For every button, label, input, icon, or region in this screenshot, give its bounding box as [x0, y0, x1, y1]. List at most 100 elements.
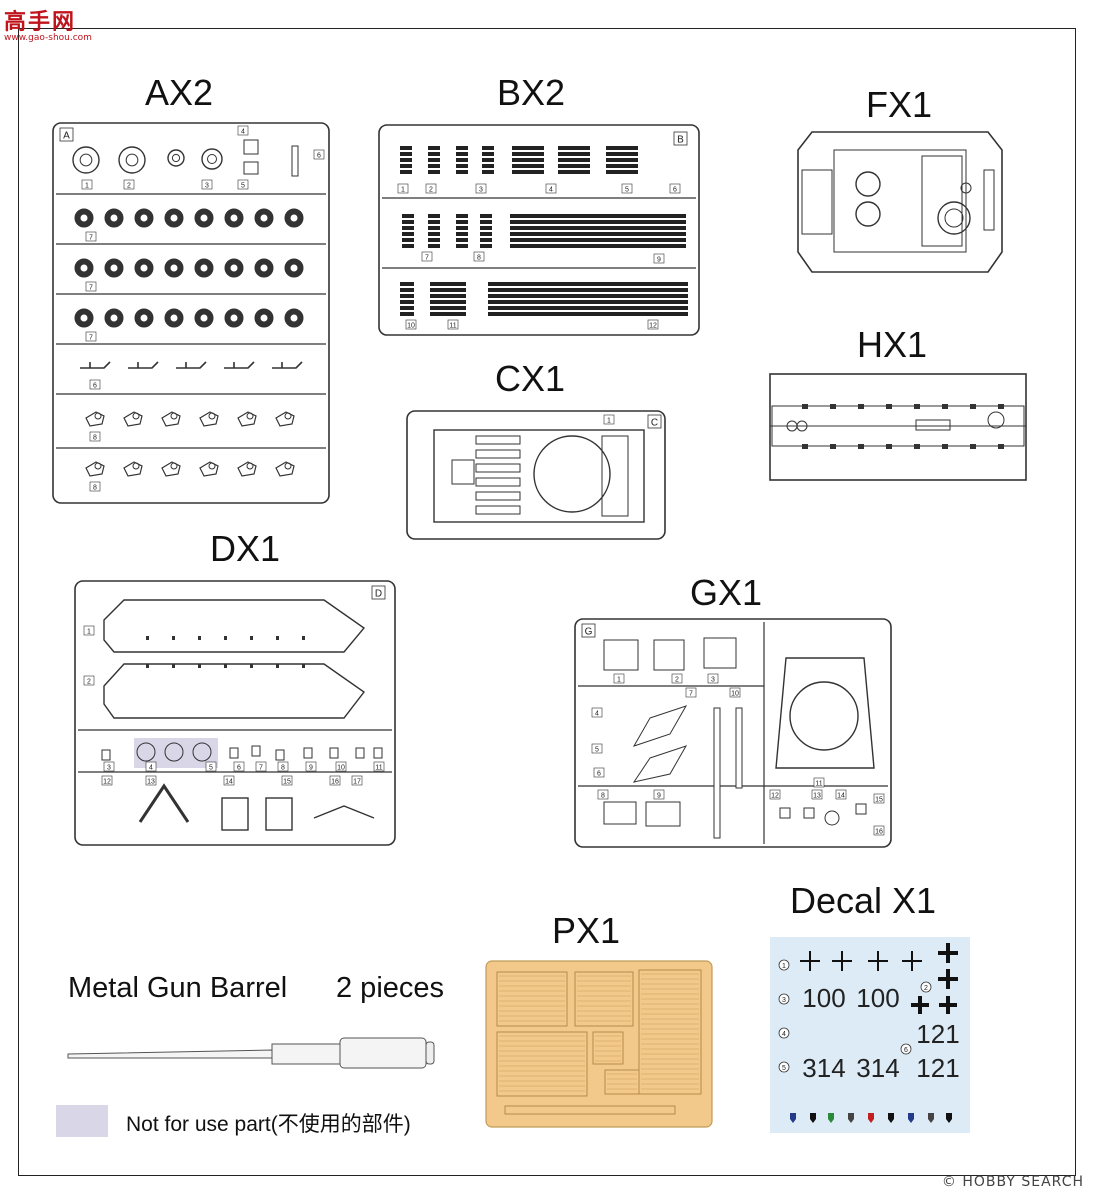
unit-insignia-decal: [868, 1113, 874, 1123]
part-number-tag: [873, 793, 885, 804]
track-link: [400, 282, 414, 286]
engine-grille: [475, 477, 521, 487]
part-number-tag: [591, 707, 603, 718]
hatch-part: [603, 639, 639, 671]
photo-etch-p-diagram: [485, 960, 713, 1128]
drain-hole: [796, 420, 808, 432]
bump-stop-hole: [94, 462, 102, 470]
part-number-tag: [123, 179, 135, 190]
sprue-g-title: GX1: [690, 572, 763, 613]
part-number: 5: [625, 187, 629, 194]
suspension-mount: [914, 444, 920, 449]
mount-stub: [198, 636, 201, 640]
side-plate: [103, 599, 366, 653]
small-panel: [603, 801, 637, 825]
disc-part: [164, 742, 184, 762]
small-fitting: [803, 807, 815, 819]
part-number-tag: [835, 789, 847, 800]
sprocket-wheel: [201, 148, 223, 170]
part-number-tag: [707, 673, 719, 684]
road-wheel-hub: [260, 214, 268, 222]
road-wheel-hub: [200, 264, 208, 272]
part-number: 16: [875, 829, 883, 836]
road-wheel-hub: [200, 314, 208, 322]
mount-stub: [302, 636, 305, 640]
small-part: [243, 139, 259, 155]
road-wheel-hub: [260, 264, 268, 272]
part-number: 8: [281, 765, 285, 772]
track-link: [402, 232, 414, 236]
road-wheel-hub: [290, 214, 298, 222]
road-wheel-hub: [110, 214, 118, 222]
part-number-tag: [405, 319, 417, 330]
track-link: [510, 232, 686, 236]
rear-hatch: [987, 411, 1005, 429]
part-number: 9: [657, 257, 661, 264]
sprue-g-frame: [574, 618, 892, 848]
turret-ring: [533, 435, 611, 513]
decal-marker: [778, 993, 790, 1005]
mount-stub: [172, 636, 175, 640]
small-fitting: [855, 803, 867, 815]
bump-stop-hole: [284, 462, 292, 470]
not-for-use-swatch: [56, 1105, 108, 1137]
part-number-tag: [329, 775, 341, 786]
lower-hull-outline: [769, 373, 1027, 481]
track-link: [456, 164, 468, 168]
unit-insignia-decal: [946, 1113, 952, 1123]
part-number: 11: [449, 323, 456, 330]
part-number-tag: [729, 687, 741, 698]
decal-number-121: 121: [916, 1019, 959, 1049]
track-link: [430, 294, 466, 298]
road-wheel-hub: [230, 264, 238, 272]
part-number-tag: [685, 687, 697, 698]
decal-marker: [778, 1061, 790, 1073]
road-wheel-hub: [200, 214, 208, 222]
page-border: [18, 28, 1076, 1176]
part-number: 3: [479, 187, 483, 194]
part-number: 13: [813, 793, 821, 800]
track-link: [510, 238, 686, 242]
sprue-d-title: DX1: [210, 528, 281, 569]
track-link: [512, 158, 544, 162]
bump-stop: [123, 461, 143, 477]
sprue-letter: B: [677, 135, 684, 146]
bump-stop: [161, 461, 181, 477]
suspension-arm: [80, 361, 111, 369]
part-number-tag: [85, 331, 97, 342]
track-link: [428, 220, 440, 224]
engine-fan: [937, 201, 971, 235]
part-number-tag: [85, 281, 97, 292]
track-link: [488, 300, 688, 304]
engine-grille: [475, 505, 521, 515]
track-link: [428, 214, 440, 218]
track-link: [480, 232, 492, 236]
part-number: 1: [87, 629, 91, 636]
sprue-b-frame: [378, 124, 700, 336]
small-fitting: [251, 745, 261, 757]
bump-stop: [85, 411, 105, 427]
hull-front-plate: [801, 169, 833, 235]
part-number-tag: [373, 761, 385, 772]
sprue-letter-tag: [371, 585, 386, 600]
balkenkreuz-decal: [938, 943, 958, 963]
suspension-mount: [998, 444, 1004, 449]
track-link: [480, 238, 492, 242]
decal-number-314: 314: [802, 1053, 845, 1083]
part-number: 6: [673, 187, 677, 194]
decal-number-100: 100: [802, 983, 845, 1013]
mount-stub: [198, 664, 201, 668]
suspension-mount: [858, 444, 864, 449]
part-number: 13: [147, 779, 155, 786]
part-number-tag: [205, 761, 217, 772]
mudguard: [313, 805, 375, 819]
suspension-mount: [802, 404, 808, 409]
track-link: [512, 146, 544, 150]
track-link: [606, 170, 638, 174]
part-number-tag: [597, 789, 609, 800]
decal-marker-number: 5: [782, 1065, 786, 1072]
sprocket-wheel: [118, 146, 146, 174]
part-number: 7: [259, 765, 263, 772]
track-link: [400, 146, 412, 150]
